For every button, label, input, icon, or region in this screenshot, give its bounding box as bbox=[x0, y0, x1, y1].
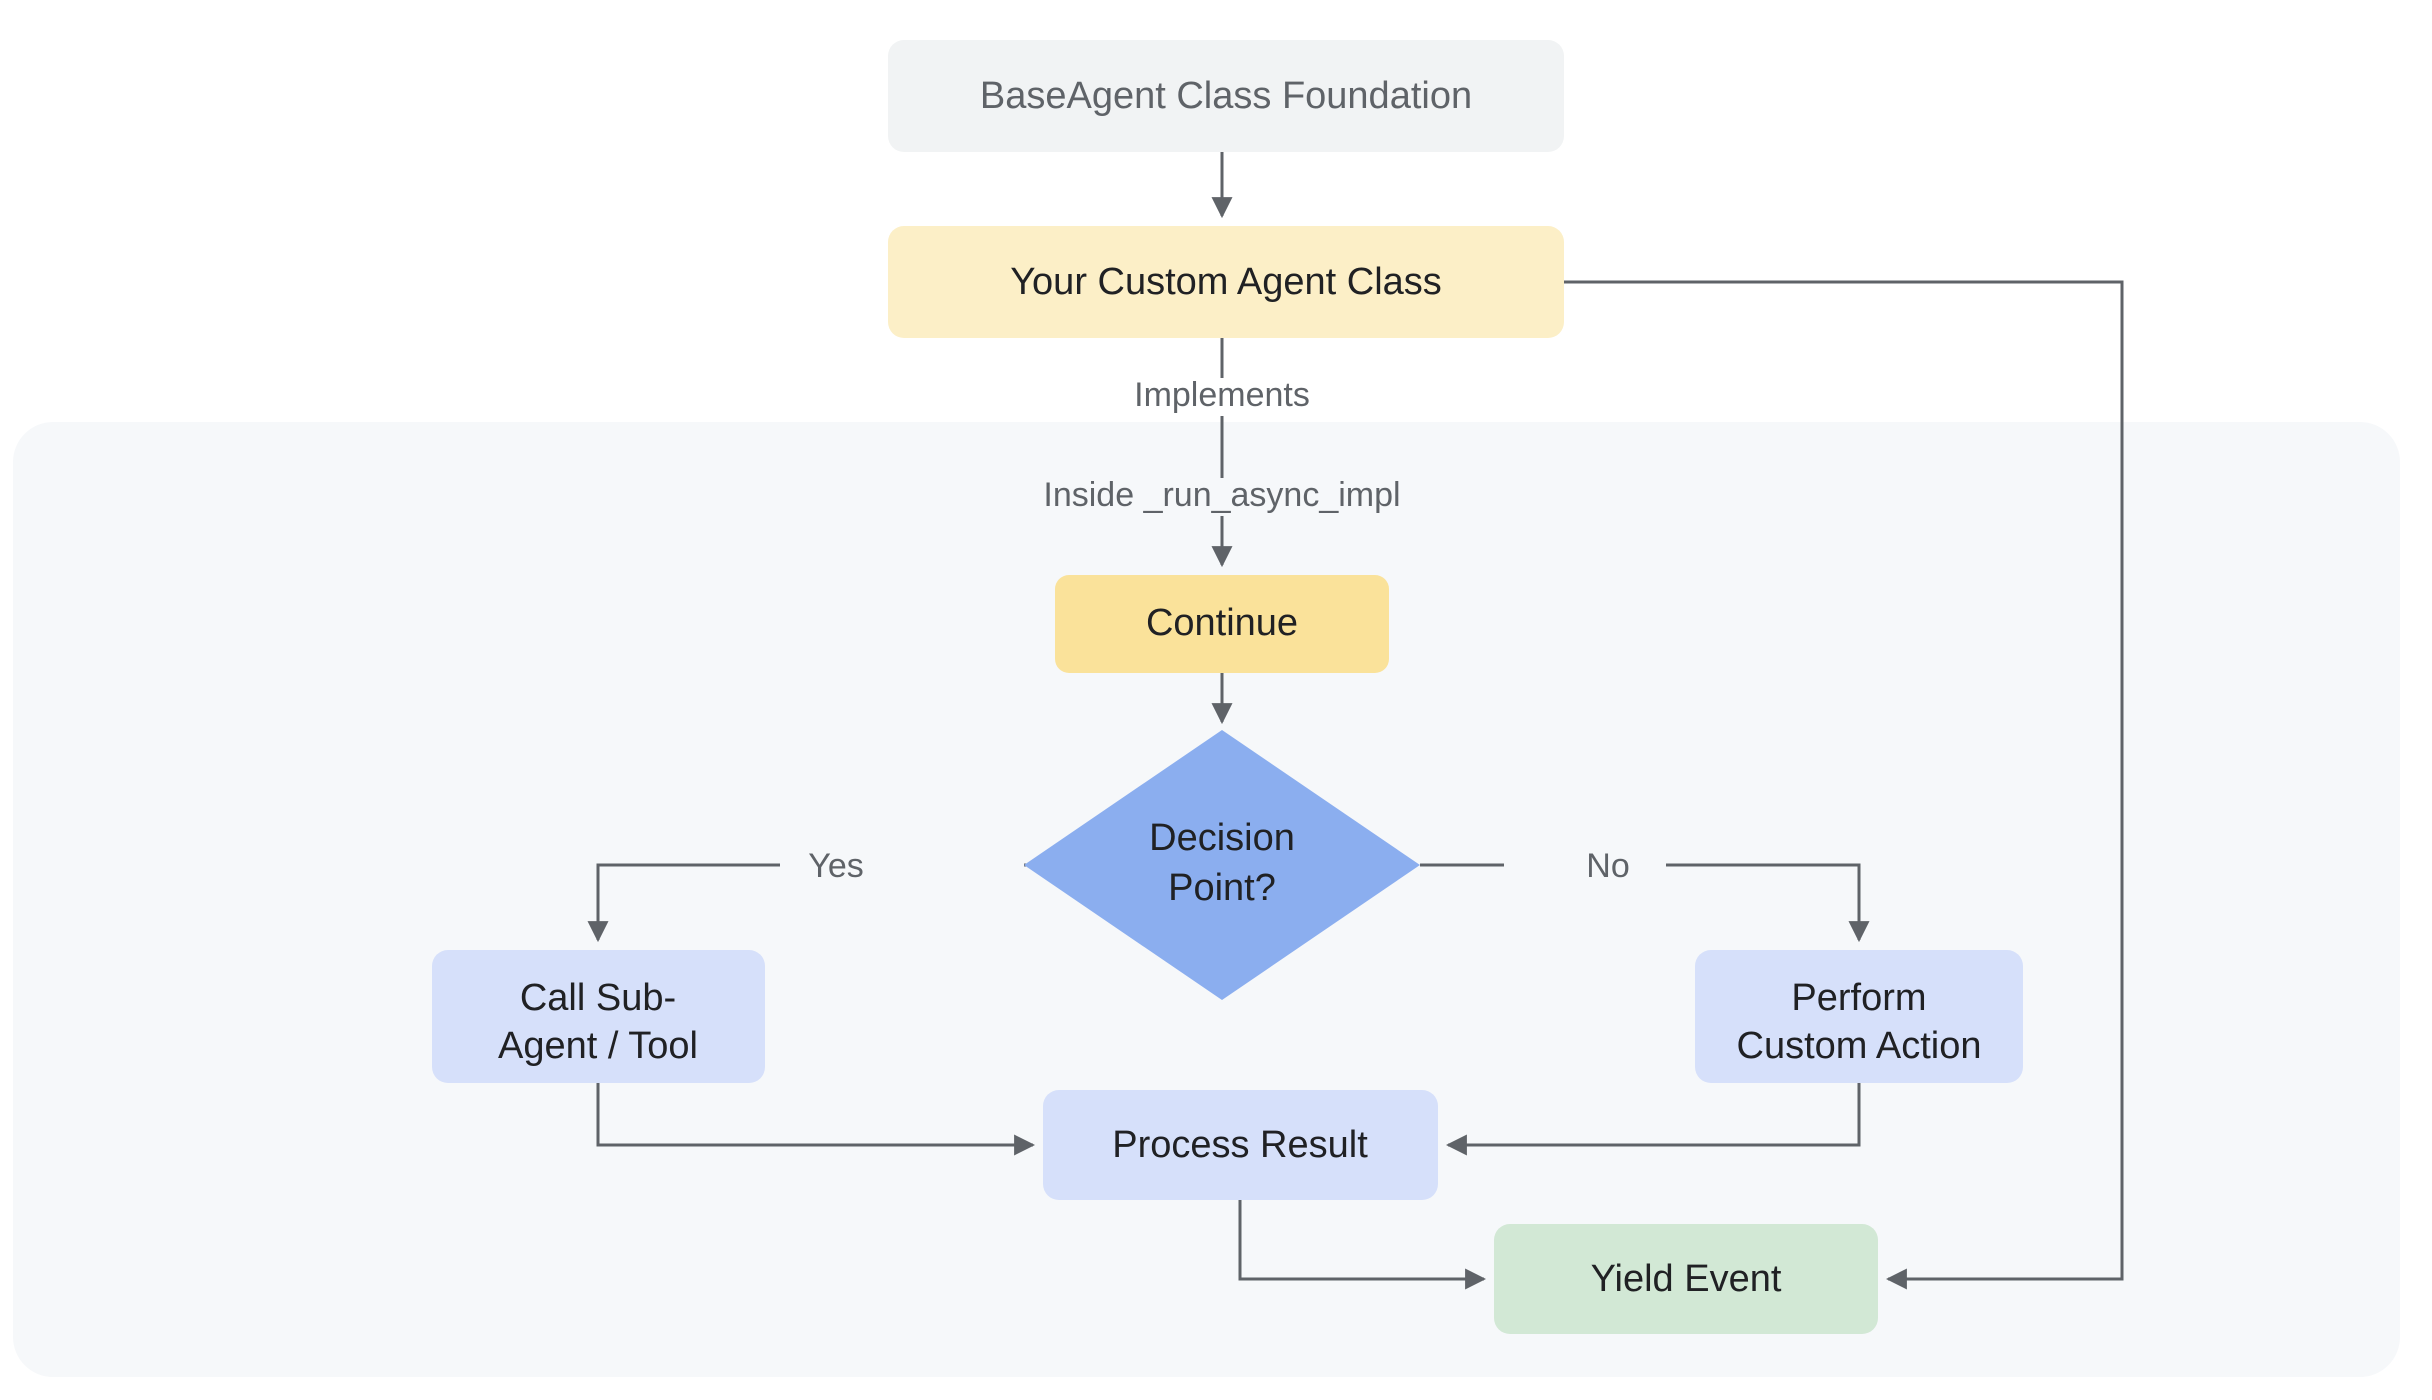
node-perform-custom-action-label-line1: Perform bbox=[1791, 977, 1926, 1019]
node-continue[interactable]: Continue bbox=[1055, 575, 1389, 673]
edge-label-no: No bbox=[1586, 847, 1629, 885]
edge-decision-no-to-perform-custom-action bbox=[1666, 863, 1870, 943]
node-decision-point[interactable]: Decision Point? bbox=[1024, 730, 1420, 1000]
node-decision-point-label-line2: Point? bbox=[1168, 867, 1276, 909]
node-your-custom-agent-class-shape bbox=[888, 226, 1564, 338]
node-base-agent-class-foundation-label: BaseAgent Class Foundation bbox=[980, 75, 1472, 117]
edge-label-inside-run-async-impl: Inside _run_async_impl bbox=[1043, 476, 1400, 514]
node-continue-label: Continue bbox=[1146, 602, 1298, 644]
node-base-agent-class-foundation-shape bbox=[888, 40, 1564, 152]
edge-decision-yes-to-call-sub-agent bbox=[587, 863, 780, 943]
edge-label-implements: Implements bbox=[1134, 376, 1310, 414]
node-your-custom-agent-class[interactable]: Your Custom Agent Class bbox=[888, 226, 1564, 338]
node-call-sub-agent-tool-label-line2: Agent / Tool bbox=[498, 1025, 698, 1067]
node-call-sub-agent-tool-label-line1: Call Sub- bbox=[520, 977, 676, 1019]
edge-process-result-to-yield-event bbox=[1238, 1200, 1487, 1290]
node-continue-shape bbox=[1055, 575, 1389, 673]
edge-label-yes: Yes bbox=[808, 847, 863, 885]
node-process-result-shape bbox=[1043, 1090, 1438, 1200]
node-base-agent-class-foundation[interactable]: BaseAgent Class Foundation bbox=[888, 40, 1564, 152]
node-process-result[interactable]: Process Result bbox=[1043, 1090, 1438, 1200]
edge-perform-custom-action-to-process-result bbox=[1445, 1083, 1861, 1156]
edge-custom-agent-to-yield-event-feedback bbox=[1564, 280, 2124, 1290]
node-perform-custom-action[interactable]: Perform Custom Action bbox=[1695, 950, 2023, 1083]
node-yield-event-label: Yield Event bbox=[1591, 1258, 1782, 1300]
node-yield-event[interactable]: Yield Event bbox=[1494, 1224, 1878, 1334]
node-process-result-label: Process Result bbox=[1112, 1124, 1368, 1166]
node-decision-point-shape bbox=[1024, 730, 1420, 1000]
node-decision-point-label-line1: Decision bbox=[1149, 817, 1295, 859]
node-call-sub-agent-tool[interactable]: Call Sub- Agent / Tool bbox=[432, 950, 765, 1083]
node-yield-event-shape bbox=[1494, 1224, 1878, 1334]
node-perform-custom-action-label-line2: Custom Action bbox=[1737, 1025, 1982, 1067]
node-your-custom-agent-class-label: Your Custom Agent Class bbox=[1010, 261, 1442, 303]
node-perform-custom-action-shape bbox=[1695, 950, 2023, 1083]
node-call-sub-agent-tool-shape bbox=[432, 950, 765, 1083]
edge-call-sub-agent-to-process-result bbox=[596, 1083, 1036, 1156]
